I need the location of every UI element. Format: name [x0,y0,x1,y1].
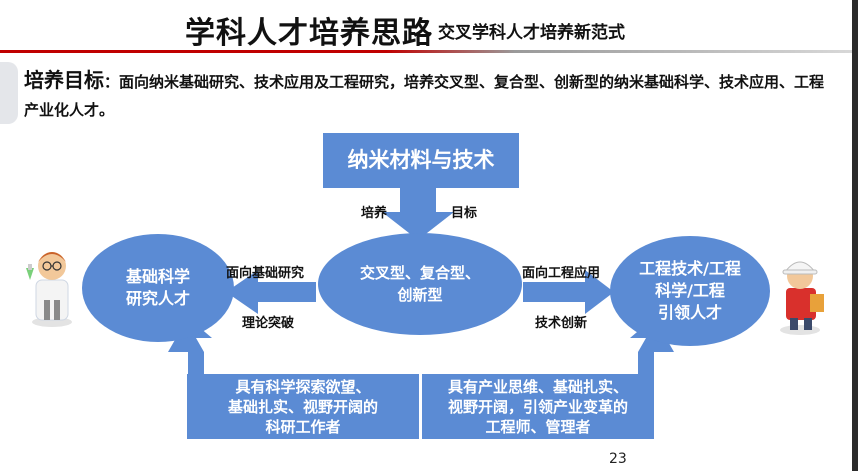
left-arrow-bottom-label: 理论突破 [242,316,295,331]
page-title: 学科人才培养思路 [185,16,433,51]
bottom-right-line3: 工程师、管理者 [485,417,591,436]
engineer-manager-box: 具有产业思维、基础扎实、 视野开阔，引领产业变革的 工程师、管理者 [422,374,654,439]
title-divider [0,50,858,53]
bottom-right-line1: 具有产业思维、基础扎实、 [447,377,628,396]
scientist-icon [26,252,72,327]
goal-arrow-label: 目标 [451,206,478,221]
bottom-left-line3: 科研工作者 [265,417,341,436]
down-arrow [382,188,454,240]
left-arrow-top-label: 面向基础研究 [226,266,305,281]
bottom-left-line1: 具有科学探索欲望、 [235,377,371,396]
center-ellipse-line1: 交叉型、复合型、 [359,264,480,282]
train-label: 培养 [361,206,388,221]
goal-statement: 培养目标：面向纳米基础研究、技术应用及工程研究，培养交叉型、复合型、创新型的纳米… [24,66,824,124]
goal-text: ：面向纳米基础研究、技术应用及工程研究，培养交叉型、复合型、创新型的纳米基础科学… [24,73,825,119]
right-arrow [523,270,614,314]
bottom-right-line2: 视野开阔，引领产业变革的 [447,397,628,416]
researcher-box: 具有科学探索欲望、 基础扎实、视野开阔的 科研工作者 [187,374,419,439]
right-arrow-bottom-label: 技术创新 [535,316,588,331]
basic-science-ellipse: 基础科学 研究人才 [82,234,234,342]
page-subtitle: - 交叉学科人才培养新范式 [425,23,625,43]
title-bar: 学科人才培养思路 - 交叉学科人才培养新范式 [0,0,858,56]
engineer-icon [780,261,824,335]
nano-materials-box: 纳米材料与技术 [323,133,519,188]
bottom-left-line2: 基础扎实、视野开阔的 [227,397,378,416]
page-number: 23 [609,451,627,467]
left-ellipse-line2: 研究人才 [125,289,190,308]
center-talent-ellipse: 交叉型、复合型、 创新型 [318,233,522,335]
left-decoration-tab [0,62,18,124]
left-arrow [226,270,316,314]
right-ellipse-line2: 科学/工程 [655,281,725,300]
right-ellipse-line1: 工程技术/工程 [639,259,741,278]
center-ellipse-line2: 创新型 [397,286,443,304]
right-ellipse-line3: 引领人才 [657,303,722,322]
engineering-talent-ellipse: 工程技术/工程 科学/工程 引领人才 [610,236,770,346]
right-arrow-top-label: 面向工程应用 [522,266,601,281]
window-edge [852,0,858,471]
left-ellipse-line1: 基础科学 [125,267,190,286]
goal-label: 培养目标 [24,68,104,92]
